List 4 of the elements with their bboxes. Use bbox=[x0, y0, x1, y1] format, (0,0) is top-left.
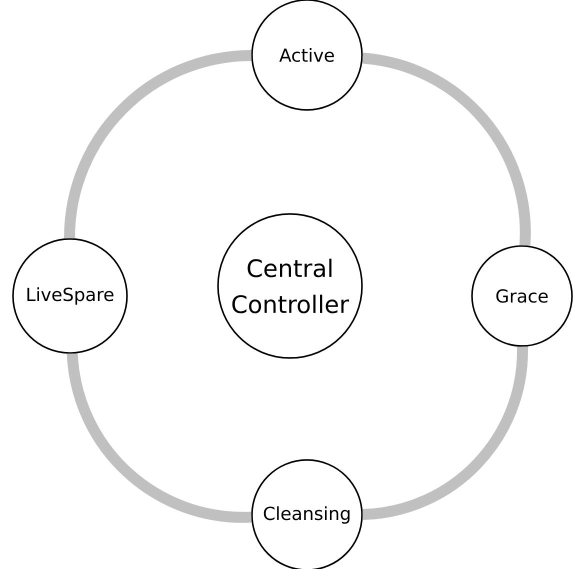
ring-arc bbox=[362, 346, 528, 520]
ring-arc bbox=[362, 52, 530, 246]
ring-arc bbox=[66, 353, 252, 523]
ring-arc bbox=[64, 50, 252, 239]
